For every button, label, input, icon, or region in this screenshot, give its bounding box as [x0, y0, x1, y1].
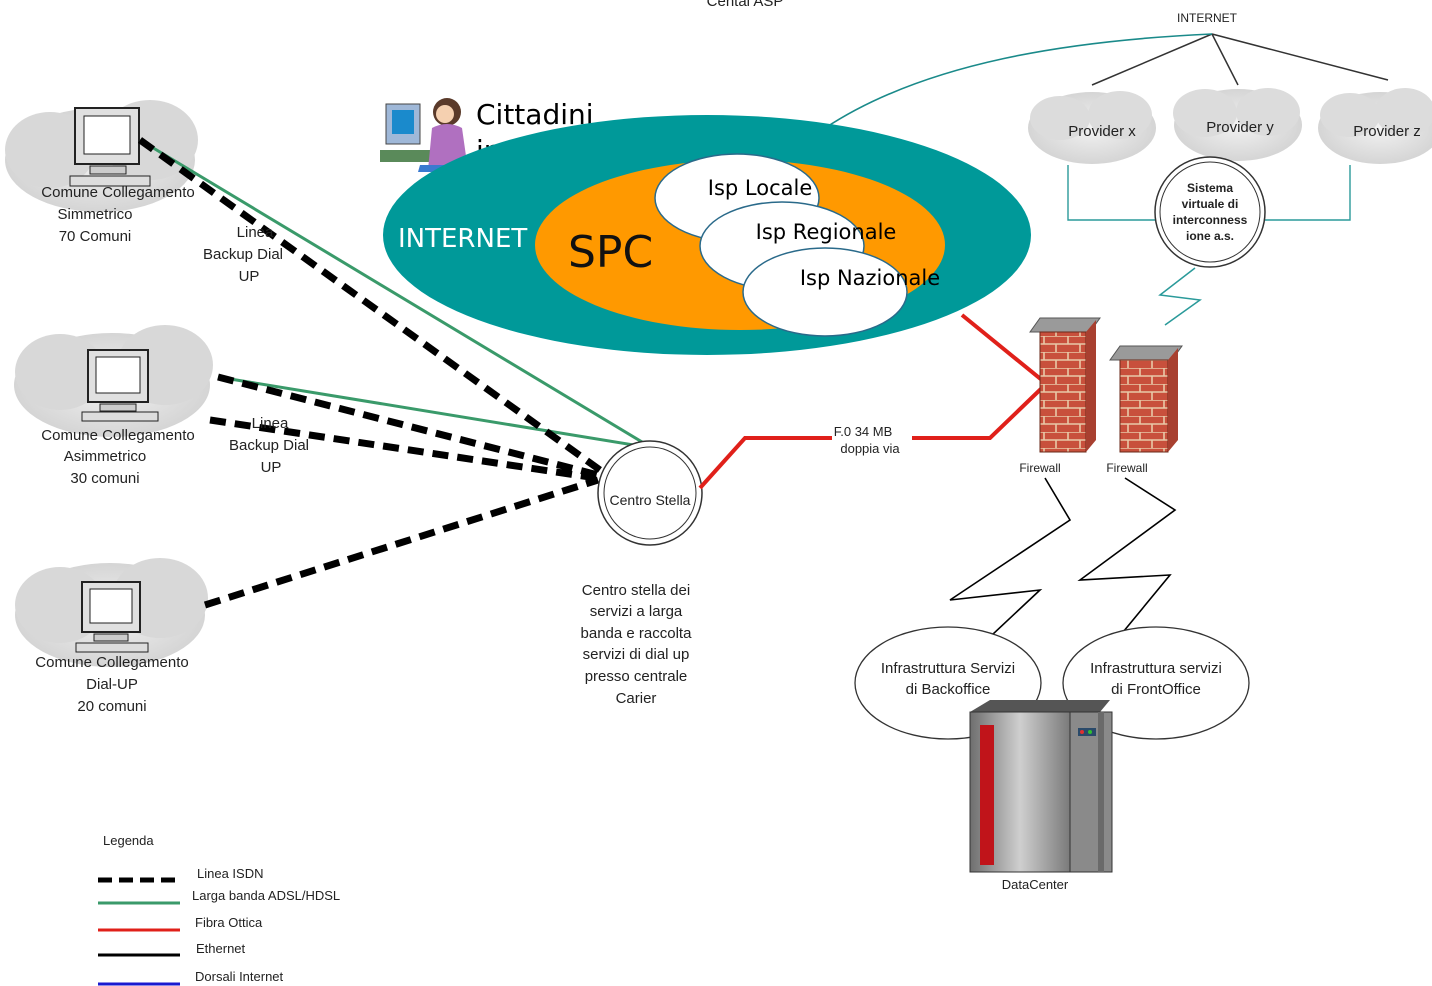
provider-z-cloud: Provider z — [1318, 88, 1432, 164]
isp-regionale-label: Isp Regionale — [756, 220, 897, 244]
legend-label-dorsali: Dorsali Internet — [195, 969, 284, 984]
provider-y-cloud: Provider y — [1173, 88, 1302, 161]
comune-3-line-1: Comune Collegamento — [35, 654, 188, 671]
legend-label-adsl: Larga banda ADSL/HDSL — [192, 888, 340, 903]
isp-locale-label: Isp Locale — [708, 176, 813, 200]
datacenter-label: DataCenter — [1002, 877, 1069, 892]
comune-2-line-1: Comune Collegamento — [41, 427, 194, 444]
centro-desc-3: banda e raccolta — [581, 625, 693, 642]
isp-nazionale-ellipse — [742, 247, 908, 337]
backup1-line-3: UP — [239, 268, 260, 285]
backup2-line-1: Linea — [252, 415, 289, 432]
internet-top-label: INTERNET — [1177, 11, 1238, 25]
fibra-label-bg — [832, 420, 912, 458]
centro-stella-node: Centro Stella — [597, 440, 703, 546]
legend-label-ethernet: Ethernet — [196, 941, 246, 956]
comune-3-line-3: 20 comuni — [77, 698, 146, 715]
sistema-virtuale-node: Sistema virtuale di interconness ione a.… — [1154, 156, 1266, 268]
backup1-line-1: Linea — [237, 224, 274, 241]
centro-desc-5: presso centrale — [585, 668, 688, 685]
firewall-1-icon — [1029, 317, 1101, 453]
sistema-line-1: Sistema — [1187, 181, 1233, 195]
sistema-line-4: ione a.s. — [1186, 229, 1234, 243]
centro-desc-6: Carier — [616, 690, 657, 707]
provider-x-label: Provider x — [1068, 123, 1136, 140]
server-cabinet-icon — [969, 700, 1113, 873]
top-cutoff-label: Cental ASP — [707, 0, 784, 10]
comune-1-line-2: Simmetrico — [57, 206, 132, 223]
comune-1-line-1: Comune Collegamento — [41, 184, 194, 201]
legend: Legenda Linea ISDN Larga banda ADSL/HDSL… — [98, 833, 340, 986]
isdn-links — [137, 137, 603, 609]
computer-monitor-icon — [69, 107, 151, 187]
firewall-2-icon — [1109, 345, 1183, 453]
internet-ellipse-label: INTERNET — [398, 224, 527, 254]
spc-label: SPC — [568, 227, 653, 278]
comune-asimmetrico-cloud — [14, 325, 213, 437]
infra-back-line-1: Infrastruttura Servizi — [881, 660, 1015, 677]
legend-label-fibra: Fibra Ottica — [195, 915, 263, 930]
comune-2-line-3: 30 comuni — [70, 470, 139, 487]
infra-back-line-2: di Backoffice — [906, 681, 991, 698]
computer-monitor-icon — [81, 349, 159, 422]
centro-desc-4: servizi di dial up — [583, 646, 690, 663]
fibra-label-2: doppia via — [840, 441, 900, 456]
centro-desc-1: Centro stella dei — [582, 582, 690, 599]
fibra-label-1: F.0 34 MB — [834, 424, 893, 439]
backup2-line-2: Backup Dial — [229, 437, 309, 454]
sistema-line-3: interconness — [1173, 213, 1248, 227]
centro-stella-label: Centro Stella — [610, 492, 691, 508]
infra-front-line-1: Infrastruttura servizi — [1090, 660, 1222, 677]
legend-title: Legenda — [103, 833, 154, 848]
adsl-links — [139, 138, 653, 450]
centro-desc-2: servizi a larga — [590, 603, 683, 620]
provider-x-cloud: Provider x — [1028, 91, 1156, 164]
sistema-line-2: virtuale di — [1182, 197, 1239, 211]
legend-label-isdn: Linea ISDN — [197, 866, 263, 881]
firewall-1-label: Firewall — [1019, 461, 1060, 475]
backup1-line-2: Backup Dial — [203, 246, 283, 263]
comune-3-line-2: Dial-UP — [86, 676, 138, 693]
infra-frontoffice-ellipse — [1062, 626, 1250, 740]
infra-front-line-2: di FrontOffice — [1111, 681, 1201, 698]
firewall-2-label: Firewall — [1106, 461, 1147, 475]
fibra-ottica-internet-link — [960, 313, 1050, 387]
cittadini-label: Cittadini — [476, 98, 594, 131]
comune-1-line-3: 70 Comuni — [59, 228, 132, 245]
internet-tree: INTERNET — [814, 11, 1389, 136]
provider-z-label: Provider z — [1353, 123, 1421, 140]
provider-y-label: Provider y — [1206, 119, 1274, 136]
comune-2-line-2: Asimmetrico — [64, 448, 147, 465]
ethernet-link-1 — [949, 477, 1072, 666]
ethernet-link-2 — [1077, 477, 1177, 661]
comune-dialup-cloud — [15, 558, 208, 667]
isp-nazionale-label: Isp Nazionale — [800, 266, 940, 290]
computer-monitor-icon — [75, 581, 149, 653]
backup2-line-3: UP — [261, 459, 282, 476]
